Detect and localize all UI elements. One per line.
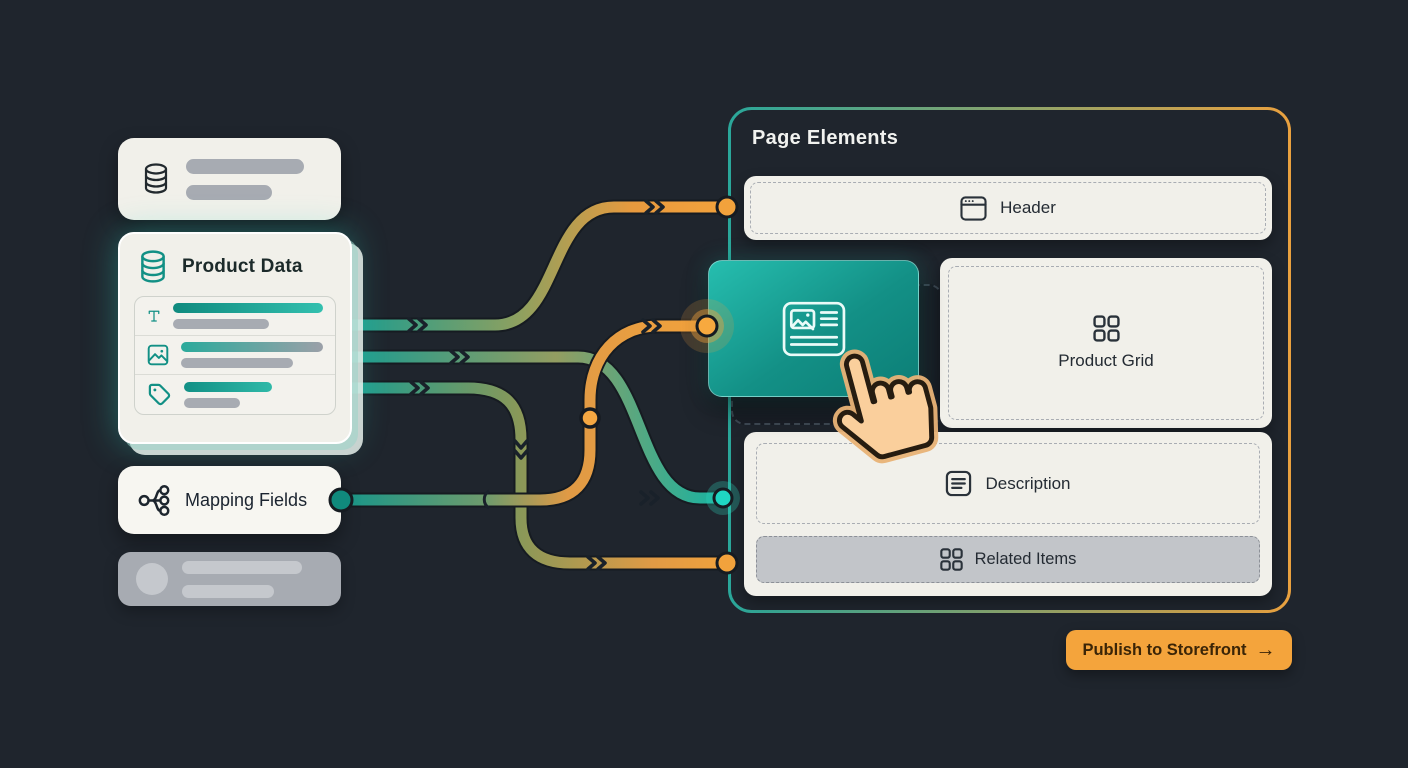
flow-chevrons xyxy=(407,199,665,571)
endpoint-glow-teal xyxy=(706,481,740,515)
grid-icon xyxy=(1092,315,1120,342)
connection-1-outline xyxy=(352,199,727,333)
field-row-title[interactable] xyxy=(135,297,335,336)
connection-4-path xyxy=(341,320,707,506)
data-source-skeleton-card[interactable] xyxy=(118,138,341,220)
mapping-fields-card[interactable]: Mapping Fields xyxy=(118,466,341,534)
product-field-list xyxy=(134,296,336,415)
connection-3-path xyxy=(352,382,727,569)
header-slot-label: Header xyxy=(1000,198,1056,217)
branch-icon xyxy=(138,484,170,516)
grid-icon xyxy=(939,548,963,571)
connection-1-path xyxy=(352,201,727,331)
endpoint-dot-related-items xyxy=(715,551,739,575)
avatar-circle xyxy=(136,563,168,595)
document-icon xyxy=(946,470,972,497)
skeleton-card xyxy=(118,552,341,606)
product-detail-icon xyxy=(782,301,845,356)
element-slot-related-items[interactable]: Related Items xyxy=(756,536,1260,583)
connection-4-outline xyxy=(341,318,707,508)
connection-3-outline xyxy=(352,380,727,571)
junction-dot xyxy=(579,407,601,429)
skeleton-text-lines xyxy=(182,560,302,598)
page-elements-title: Page Elements xyxy=(752,127,899,149)
element-slot-header[interactable]: Header xyxy=(744,176,1272,240)
image-icon xyxy=(147,344,169,366)
product-grid-slot-label: Product Grid xyxy=(1058,351,1154,370)
element-slot-description[interactable]: Description xyxy=(756,443,1260,524)
window-icon xyxy=(960,195,987,221)
tag-icon xyxy=(148,383,171,406)
endpoint-dot-header xyxy=(715,195,739,219)
skeleton-text-lines xyxy=(186,158,304,200)
related-items-slot-label: Related Items xyxy=(974,550,1077,568)
database-icon xyxy=(141,250,165,283)
dragged-element-card[interactable] xyxy=(708,260,919,397)
field-row-tag[interactable] xyxy=(135,375,335,414)
endpoint-dot-description xyxy=(712,487,734,509)
description-slot-label: Description xyxy=(985,473,1071,493)
connection-2-outline xyxy=(352,349,723,506)
element-slot-group: Description Related Items xyxy=(744,432,1272,596)
product-data-title: Product Data xyxy=(182,256,303,277)
publish-button[interactable]: Publish to Storefront → xyxy=(1066,630,1292,670)
arrow-right-icon: → xyxy=(1255,639,1276,661)
field-row-image[interactable] xyxy=(135,336,335,375)
connection-2-path xyxy=(352,351,723,504)
product-data-card[interactable]: Product Data xyxy=(118,232,352,444)
crossing-hop-mark xyxy=(482,489,490,510)
text-icon xyxy=(148,310,160,322)
mapping-fields-label: Mapping Fields xyxy=(185,489,308,510)
publish-button-label: Publish to Storefront xyxy=(1082,640,1247,659)
element-slot-product-grid[interactable]: Product Grid xyxy=(940,258,1272,428)
database-icon xyxy=(144,163,168,194)
